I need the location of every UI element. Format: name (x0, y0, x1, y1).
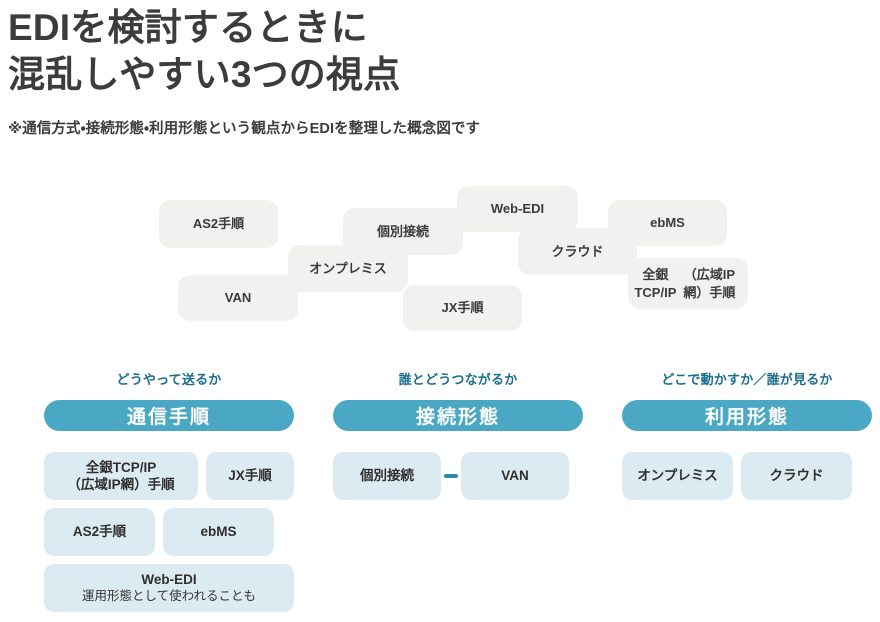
chip-label: JX手順 (228, 468, 272, 484)
scatter-box-label: 全銀TCP/IP (634, 267, 677, 300)
scatter-box-label: ebMS (650, 215, 685, 231)
chip-label: AS2手順 (72, 524, 127, 540)
column-caption: 誰とどうつながるか (398, 372, 518, 387)
chip-sublabel: 運用形態として使われることも (81, 589, 256, 604)
scatter-box-label: JX手順 (441, 300, 484, 316)
column-communication-protocol: どうやって送るか通信手順全銀TCP/IP （広域IP網）手順 JX手順 AS2手順 eb… (44, 370, 294, 612)
chip[interactable]: 全銀TCP/IP （広域IP網）手順 (44, 452, 198, 500)
chip-label: （広域IP網）手順 (67, 477, 175, 492)
column-caption: どうやって送るか (116, 372, 222, 387)
dash-connector-icon (441, 474, 461, 478)
page-header: EDIを検討するときに 混乱しやすい3つの視点 ※通信方式・接続形態・利用形態と… (8, 4, 868, 138)
column-banner[interactable]: 通信手順 (44, 400, 294, 431)
scatter-box-label: オンプレミス (309, 260, 387, 276)
scatter-box: JX手順 (403, 285, 522, 331)
chip[interactable]: クラウド (741, 452, 852, 500)
scatter-box: オンプレミス (288, 245, 408, 292)
scatter-box-label: VAN (224, 290, 252, 306)
chip[interactable]: AS2手順 (44, 508, 155, 556)
page-subtitle: ※通信方式・接続形態・利用形態という観点からEDIを整理した概念図です (8, 120, 481, 137)
chip-label: 個別接続 (360, 468, 414, 484)
column-usage-form: どこで動かすか／誰が見るか利用形態オンプレミス クラウド (622, 370, 872, 500)
scatter-box: Web-EDI (457, 186, 578, 232)
chip[interactable]: オンプレミス (622, 452, 733, 500)
chip-label: Web-EDI (141, 572, 197, 588)
page-title-line-1: EDIを検討するときに (8, 7, 368, 48)
scatter-box: VAN (178, 275, 298, 321)
chip[interactable]: 個別接続 (333, 452, 441, 500)
column-connection-form: 誰とどうつながるか接続形態個別接続 VAN (333, 370, 583, 500)
chip-label: ebMS (200, 524, 237, 540)
chip-label: 全銀TCP/IP (85, 459, 157, 475)
scatter-box: 個別接続 (343, 208, 463, 255)
chip-group: 個別接続 VAN (333, 452, 583, 500)
scatter-box-label: Web-EDI (490, 201, 545, 217)
chip-group: オンプレミス クラウド (622, 452, 872, 500)
scatter-box: ebMS (608, 200, 727, 246)
scatter-box-label: AS2手順 (192, 216, 245, 232)
column-caption: どこで動かすか／誰が見るか (661, 372, 833, 387)
chip-label: オンプレミス (637, 468, 718, 484)
scatter-box-label: 個別接続 (376, 223, 429, 239)
page-title-line-2: 混乱しやすい3つの視点 (8, 54, 401, 96)
connected-chip-row: 個別接続 VAN (333, 452, 569, 500)
column-banner[interactable]: 利用形態 (622, 400, 872, 431)
column-banner[interactable]: 接続形態 (333, 400, 583, 431)
scatter-box: AS2手順 (159, 200, 278, 248)
scatter-box-label: クラウド (551, 243, 604, 259)
chip-label: VAN (501, 468, 529, 484)
chip[interactable]: VAN (461, 452, 569, 500)
chip-label: クラウド (769, 468, 824, 484)
chip[interactable]: JX手順 (206, 452, 294, 500)
scatter-box: 全銀TCP/IP（広域IP網）手順 (628, 258, 748, 309)
chip[interactable]: ebMS (163, 508, 274, 556)
scatter-box-label: （広域IP網）手順 (683, 267, 736, 300)
